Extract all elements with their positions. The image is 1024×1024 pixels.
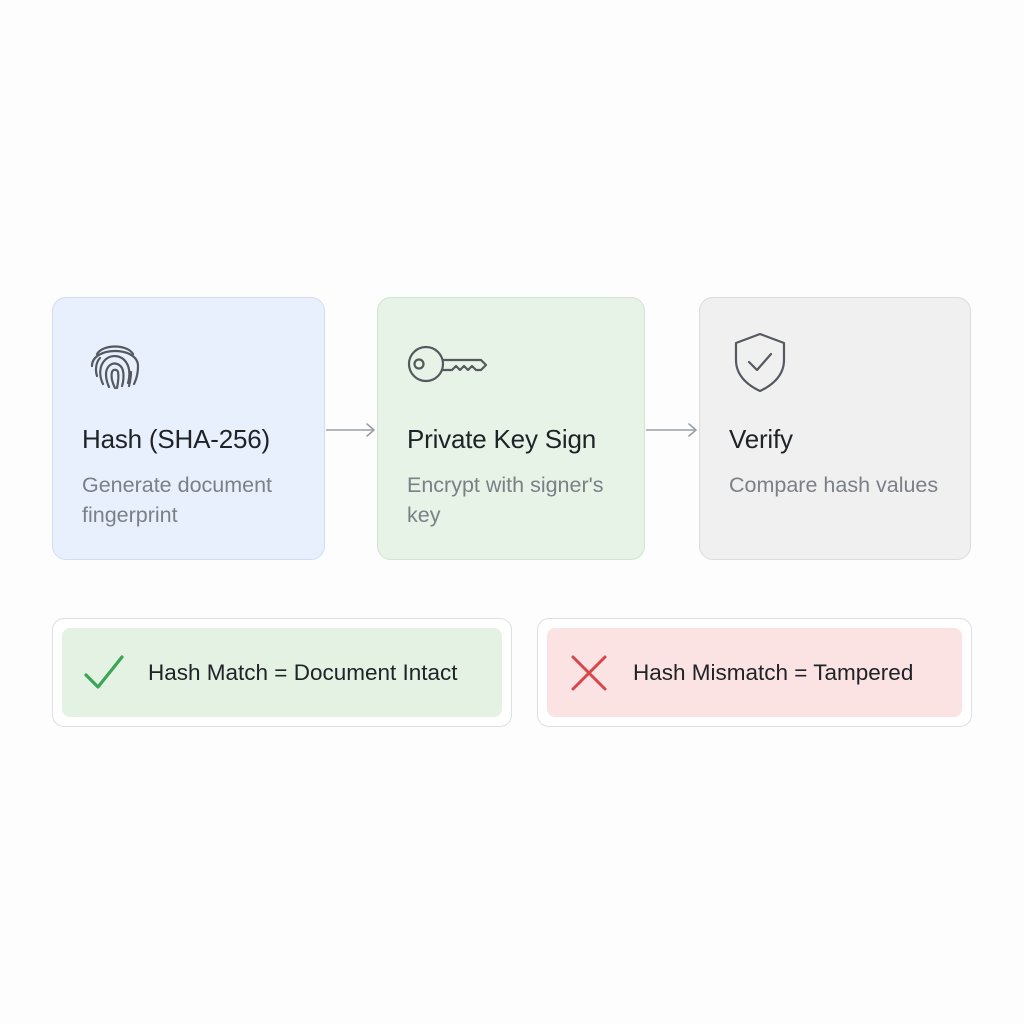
step-description: Encrypt with signer's key — [407, 473, 604, 527]
result-text-match: Hash Match = Document Intact — [148, 660, 458, 685]
x-mark-icon — [567, 651, 611, 695]
step-card-verify: Verify Compare hash values — [699, 297, 971, 560]
step-title: Private Key Sign — [407, 424, 597, 454]
result-panel-match: Hash Match = Document Intact — [52, 618, 512, 727]
flow-arrow-icon — [326, 423, 375, 437]
step-description: Compare hash values — [729, 473, 939, 497]
shield-check-icon — [730, 330, 794, 394]
step-card-private-key-sign: Private Key Sign Encrypt with signer's k… — [377, 297, 645, 560]
step-card-hash: Hash (SHA-256) Generate document fingerp… — [52, 297, 325, 560]
step-title: Hash (SHA-256) — [82, 424, 270, 454]
fingerprint-icon — [83, 332, 147, 396]
result-banner-match: Hash Match = Document Intact — [62, 628, 502, 717]
step-title: Verify — [729, 424, 793, 454]
step-description: Generate document fingerprint — [82, 473, 273, 527]
result-panel-mismatch: Hash Mismatch = Tampered — [537, 618, 972, 727]
flow-arrow-icon — [646, 423, 697, 437]
result-text-mismatch: Hash Mismatch = Tampered — [633, 660, 914, 685]
key-icon — [406, 334, 488, 394]
checkmark-icon — [82, 651, 126, 695]
result-banner-mismatch: Hash Mismatch = Tampered — [547, 628, 962, 717]
